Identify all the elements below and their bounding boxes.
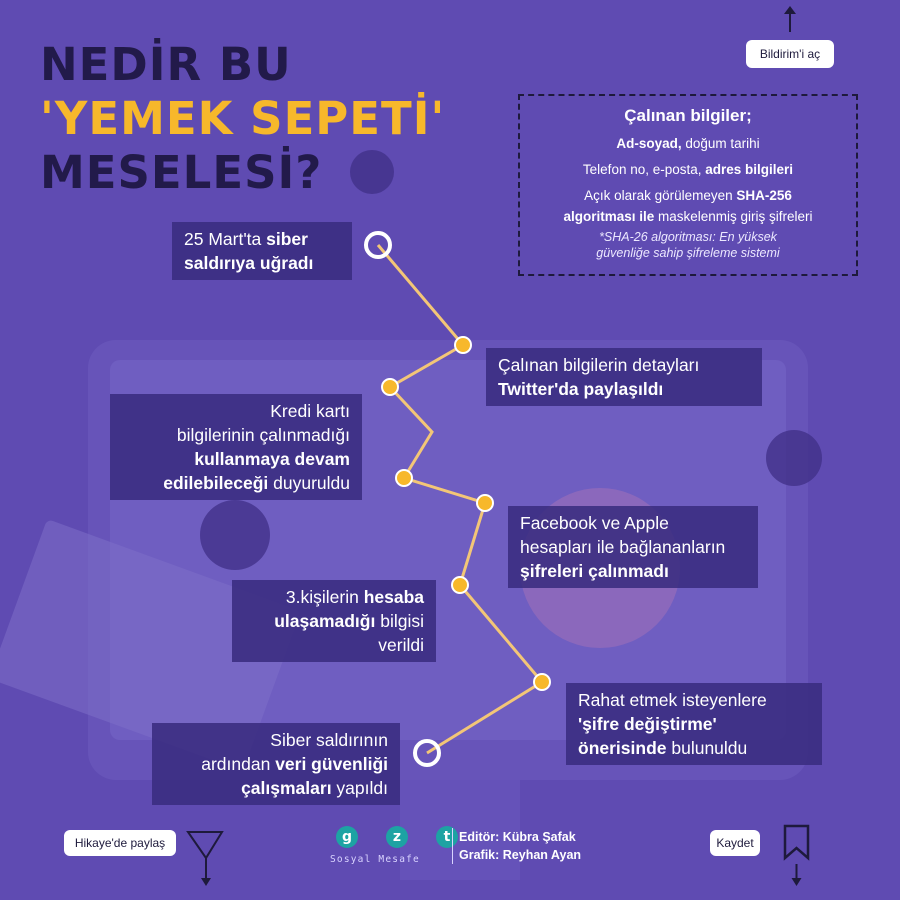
timeline-dot bbox=[395, 469, 413, 487]
info-line: Açık olarak görülemeyen SHA-256 bbox=[520, 187, 856, 204]
info-line: algoritması ile maskelenmiş giriş şifrel… bbox=[520, 208, 856, 225]
timeline-start-node bbox=[364, 231, 392, 259]
event-bold: şifreleri çalınmadı bbox=[520, 561, 669, 581]
event-bold: Twitter'da paylaşıldı bbox=[498, 379, 664, 399]
timeline-event: Facebook ve Apple hesapları ile bağlanan… bbox=[508, 506, 758, 588]
page-title: NEDİR BU 'YEMEK SEPETİ' MESELESİ? bbox=[40, 38, 445, 200]
info-note-line: *SHA-26 algoritması: En yüksek bbox=[599, 230, 777, 244]
info-line: Telefon no, e-posta, adres bilgileri bbox=[520, 161, 856, 178]
title-line-3: MESELESİ? bbox=[40, 146, 323, 199]
timeline-end-node bbox=[413, 739, 441, 767]
timeline-dot bbox=[381, 378, 399, 396]
event-bold: veri güvenliği bbox=[275, 754, 388, 774]
timeline-event: Rahat etmek isteyenlere 'şifre değiştirm… bbox=[566, 683, 822, 765]
notification-label: Bildirim'i aç bbox=[759, 47, 821, 61]
event-text: yapıldı bbox=[331, 778, 388, 798]
info-note: *SHA-26 algoritması: En yüksek güvenliğe… bbox=[520, 229, 856, 261]
timeline-dot bbox=[533, 673, 551, 691]
event-bold: saldırıya uğradı bbox=[184, 253, 314, 273]
stolen-info-box: Çalınan bilgiler; Ad-soyad, doğum tarihi… bbox=[518, 94, 858, 276]
brand-letter: g bbox=[336, 826, 358, 848]
credit-graphic: Grafik: Reyhan Ayan bbox=[459, 848, 582, 862]
info-bold: algoritması ile bbox=[563, 209, 655, 224]
info-bold: Ad-soyad, bbox=[616, 136, 682, 151]
brand-subtitle: Sosyal Mesafe bbox=[330, 854, 420, 865]
event-text: 3.kişilerin bbox=[285, 587, 364, 607]
share-story-button[interactable]: Hikaye'de paylaş bbox=[64, 830, 176, 856]
event-text: ardından bbox=[201, 754, 276, 774]
brand-logo: g z t Sosyal Mesafe bbox=[330, 826, 460, 876]
info-text: doğum tarihi bbox=[681, 136, 760, 151]
title-line-1: NEDİR BU bbox=[40, 38, 292, 91]
notification-button[interactable]: Bildirim'i aç bbox=[746, 40, 834, 68]
event-bold: siber bbox=[266, 229, 308, 249]
event-bold: çalışmaları bbox=[241, 778, 332, 798]
event-bold: önerisinde bbox=[578, 738, 667, 758]
timeline-event: Kredi kartı bilgilerinin çalınmadığı kul… bbox=[110, 394, 362, 500]
event-text: Siber saldırının bbox=[270, 730, 388, 750]
brand-letter: z bbox=[386, 826, 408, 848]
info-note-line: güvenliğe sahip şifreleme sistemi bbox=[596, 246, 780, 260]
timeline-event: 25 Mart'ta siber saldırıya uğradı bbox=[172, 222, 352, 280]
timeline-event: 3.kişilerin hesaba ulaşamadığı bilgisi v… bbox=[232, 580, 436, 662]
event-text: 25 Mart'ta bbox=[184, 229, 267, 249]
event-bold: 'şifre değiştirme' bbox=[578, 714, 717, 734]
info-line: Ad-soyad, doğum tarihi bbox=[520, 135, 856, 152]
info-text: Telefon no, e-posta, bbox=[582, 162, 706, 177]
event-text: bilgilerinin çalınmadığı bbox=[176, 425, 350, 445]
event-text: verildi bbox=[378, 635, 424, 655]
info-box-title: Çalınan bilgiler; bbox=[624, 106, 752, 125]
event-bold: kullanmaya devam bbox=[194, 449, 350, 469]
timeline-event: Çalınan bilgilerin detayları Twitter'da … bbox=[486, 348, 762, 406]
credit-editor: Editör: Kübra Şafak bbox=[459, 830, 576, 844]
credits: Editör: Kübra Şafak Grafik: Reyhan Ayan bbox=[452, 828, 581, 864]
event-text: duyuruldu bbox=[268, 473, 350, 493]
event-text: hesapları ile bağlananların bbox=[520, 537, 726, 557]
event-text: bilgisi bbox=[375, 611, 424, 631]
event-text: Facebook ve Apple bbox=[520, 513, 669, 533]
save-label: Kaydet bbox=[716, 836, 754, 850]
info-text: Açık olarak görülemeyen bbox=[584, 188, 737, 203]
event-bold: edilebileceği bbox=[163, 473, 269, 493]
title-line-2: 'YEMEK SEPETİ' bbox=[40, 92, 446, 145]
bookmark-icon[interactable] bbox=[782, 824, 812, 890]
timeline-dot bbox=[451, 576, 469, 594]
timeline-line bbox=[376, 244, 545, 755]
info-bold: SHA-256 bbox=[736, 188, 792, 203]
timeline-event: Siber saldırının ardından veri güvenliği… bbox=[152, 723, 400, 805]
timeline-dot bbox=[454, 336, 472, 354]
info-bold: adres bilgileri bbox=[705, 162, 794, 177]
share-story-label: Hikaye'de paylaş bbox=[74, 836, 166, 850]
event-text: Rahat etmek isteyenlere bbox=[578, 690, 767, 710]
event-text: Kredi kartı bbox=[270, 401, 350, 421]
share-icon[interactable] bbox=[186, 830, 226, 890]
arrow-up-icon bbox=[784, 6, 796, 32]
event-bold: hesaba bbox=[363, 587, 424, 607]
save-button[interactable]: Kaydet bbox=[710, 830, 760, 856]
event-bold: ulaşamadığı bbox=[274, 611, 376, 631]
event-text: Çalınan bilgilerin detayları bbox=[498, 355, 700, 375]
timeline-dot bbox=[476, 494, 494, 512]
event-text: bulunuldu bbox=[666, 738, 748, 758]
info-text: maskelenmiş giriş şifreleri bbox=[654, 209, 813, 224]
